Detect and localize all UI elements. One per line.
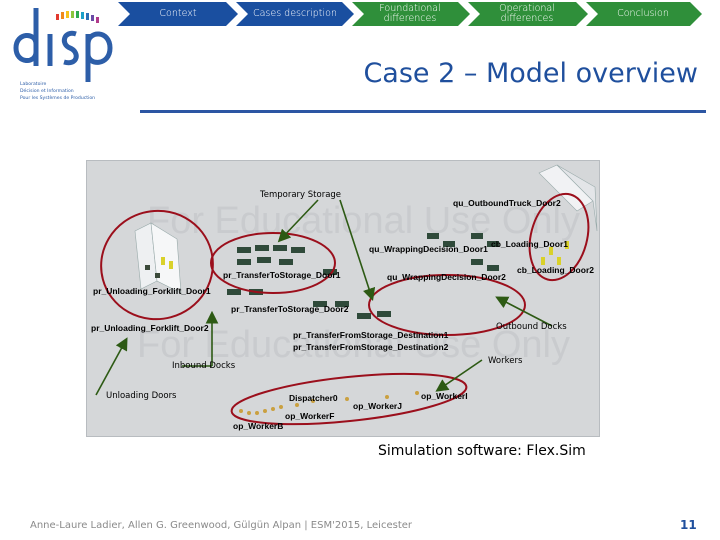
annotation-temporary-storage: Temporary Storage — [260, 190, 342, 200]
nav-step-foundational-shape — [352, 2, 470, 26]
disp-logo-graphic — [13, 8, 113, 82]
label-dispatcher: Dispatcher0 — [289, 393, 338, 403]
page-number: 11 — [680, 518, 697, 532]
logo-line-3: Pour les Systèmes de Production — [20, 96, 96, 101]
nav-step-context[interactable]: Context — [159, 8, 197, 19]
inbound-trucks — [134, 222, 182, 294]
outbound-docks-ellipse — [528, 192, 590, 282]
label-cb-loading-door1: cb_Loading_Door1 — [491, 239, 568, 249]
label-cb-loading-door2: cb_Loading_Door2 — [517, 265, 594, 275]
slide-title: Case 2 – Model overview — [363, 58, 698, 89]
watermark-line-2: For Educational Use Only — [137, 324, 570, 366]
annotation-outbound-docks: Outbound Docks — [496, 322, 567, 332]
nav-step-foundational-differences[interactable]: Foundational differences — [379, 3, 441, 24]
label-op-worker-b: op_WorkerB — [233, 421, 284, 431]
label-pr-transfer-from-storage-destination2: pr_TransferFromStorage_Destination2 — [293, 342, 449, 352]
nav-step-cases-shape — [236, 2, 354, 26]
annotation-workers: Workers — [488, 356, 523, 366]
label-pr-transfer-from-storage-destination1: pr_TransferFromStorage_Destination1 — [293, 330, 449, 340]
logo-line-2: Décision et Information — [20, 89, 74, 94]
worker-figures — [239, 391, 419, 415]
logo-letter-d — [13, 8, 39, 66]
label-qu-outbound-truck-door2: qu_OutboundTruck_Door2 — [453, 198, 561, 208]
nav-step-conclusion-shape — [586, 2, 702, 26]
label-qu-wrapping-decision-door1: qu_WrappingDecision_Door1 — [369, 244, 488, 254]
annotation-unloading-doors: Unloading Doors — [106, 391, 177, 401]
software-caption: Simulation software: Flex.Sim — [378, 443, 586, 459]
disp-logo: Laboratoire Décision et Information Pour… — [6, 4, 130, 112]
label-pr-unloading-forklift-door2: pr_Unloading_Forklift_Door2 — [91, 323, 209, 333]
model-scene: For Educational Use Only For Educational… — [100, 164, 598, 426]
label-qu-wrapping-decision-door2: qu_WrappingDecision_Door2 — [387, 272, 506, 282]
footer-authors: Anne-Laure Ladier, Allen G. Greenwood, G… — [30, 520, 413, 531]
label-op-worker-f: op_WorkerF — [285, 411, 335, 421]
label-pr-transfer-to-storage-door2: pr_TransferToStorage_Door2 — [231, 304, 349, 314]
logo-dots — [56, 11, 99, 23]
inbound-docks-ellipse — [100, 209, 214, 321]
nav-step-operational-shape — [468, 2, 588, 26]
label-pr-unloading-forklift-door1: pr_Unloading_Forklift_Door1 — [93, 286, 211, 296]
label-op-worker-i: op_WorkerI — [421, 391, 468, 401]
title-underline — [140, 110, 706, 113]
simulation-model-view: For Educational Use Only For Educational… — [86, 160, 600, 437]
nav-chevrons — [118, 2, 702, 26]
label-pr-transfer-to-storage-door1: pr_TransferToStorage_Door1 — [223, 270, 341, 280]
logo-letter-p — [85, 31, 113, 82]
nav-step-conclusion[interactable]: Conclusion — [617, 8, 669, 19]
nav-step-operational-differences[interactable]: Operational differences — [499, 3, 555, 24]
logo-letter-s — [61, 30, 79, 66]
label-op-worker-j: op_WorkerJ — [353, 401, 402, 411]
logo-line-1: Laboratoire — [20, 82, 47, 87]
annotation-inbound-docks: Inbound Docks — [172, 361, 236, 371]
section-navigation: Context Cases description Foundational d… — [0, 0, 720, 30]
nav-step-context-shape — [118, 2, 238, 26]
nav-step-cases-description[interactable]: Cases description — [252, 8, 338, 19]
temporary-storage-ellipse-left — [210, 232, 336, 294]
